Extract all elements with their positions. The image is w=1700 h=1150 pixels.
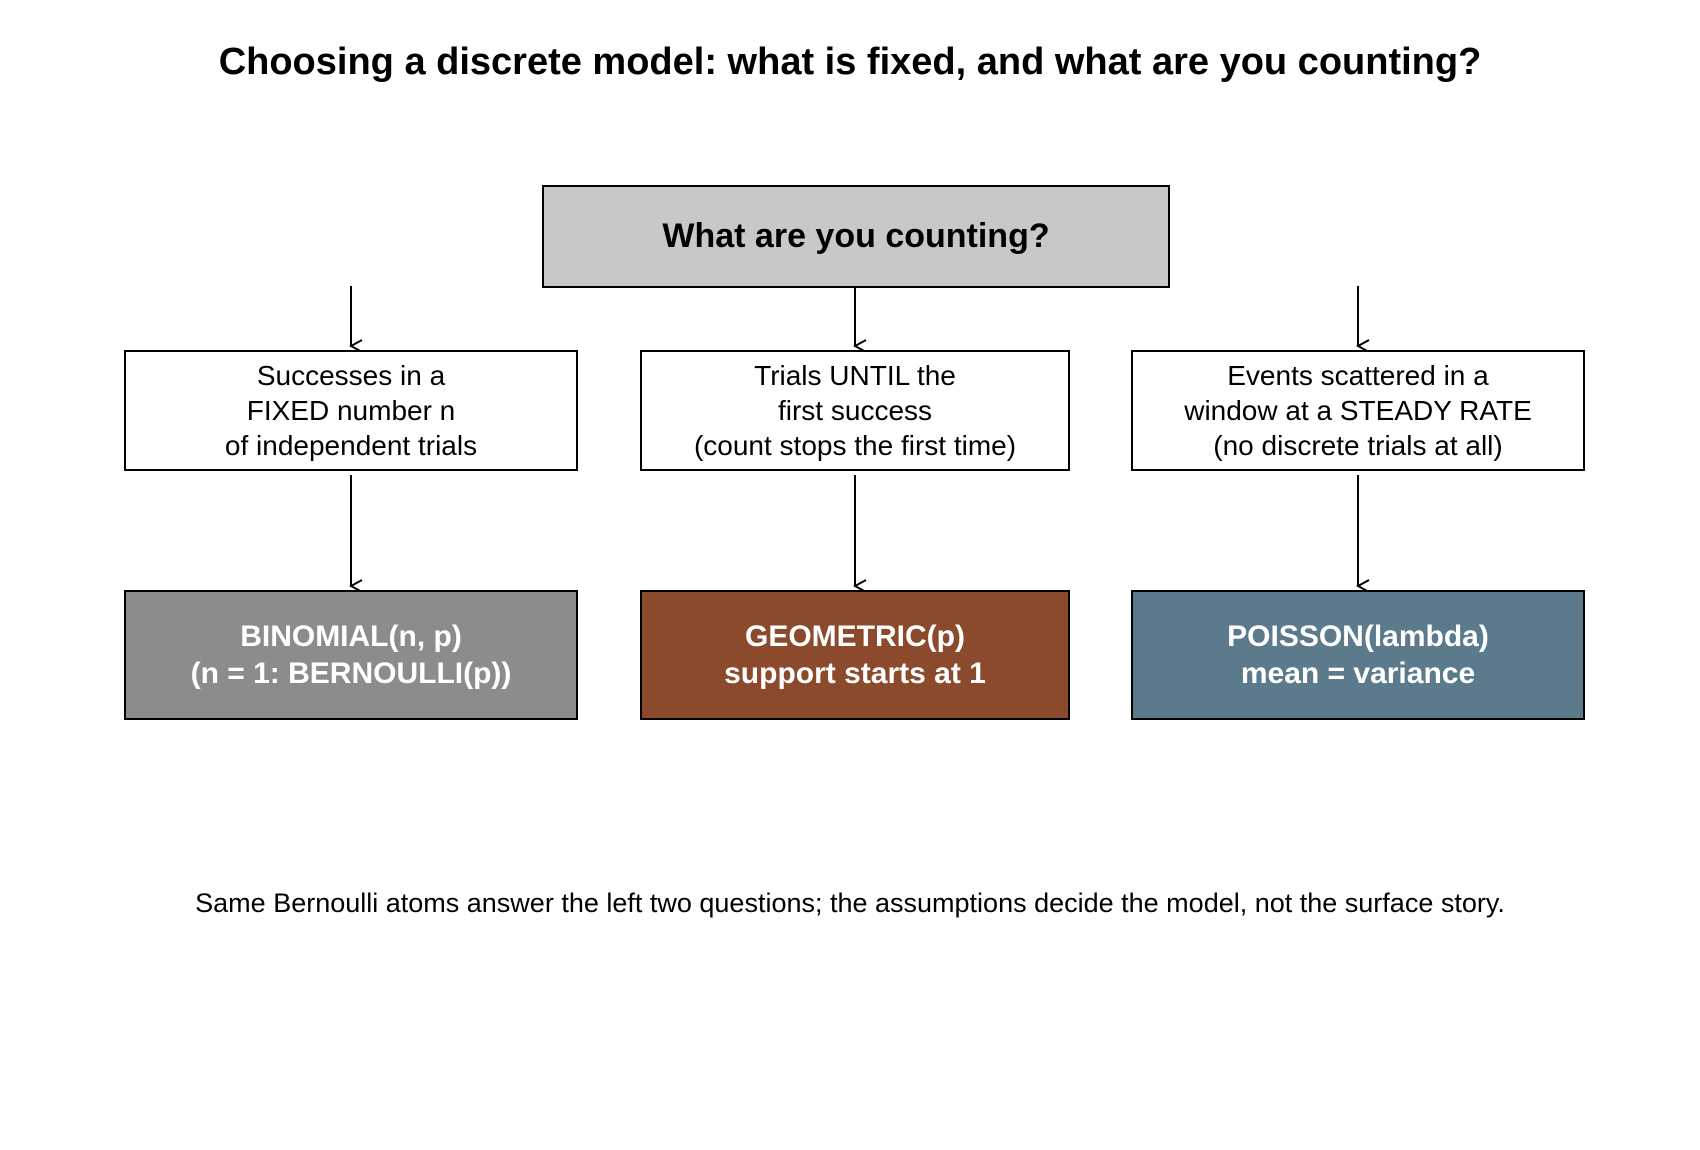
question-line: Trials UNTIL the (754, 360, 956, 391)
question-line: of independent trials (224, 430, 478, 461)
question-box-steady-rate: Events scattered in a window at a STEADY… (1131, 350, 1585, 471)
model-line: mean = variance (1240, 657, 1476, 690)
question-line: (no discrete trials at all) (1213, 430, 1503, 461)
question-box-fixed-trials: Successes in a FIXED number n of indepen… (124, 350, 578, 471)
model-line: BINOMIAL(n, p) (240, 620, 462, 653)
root-question-box: What are you counting? (542, 185, 1170, 288)
model-line: POISSON(lambda) (1227, 620, 1489, 653)
model-line: GEOMETRIC(p) (745, 620, 965, 653)
model-line: (n = 1: BERNOULLI(p)) (190, 657, 512, 690)
model-box-geometric: GEOMETRIC(p) support starts at 1 (640, 590, 1070, 720)
diagram-caption: Same Bernoulli atoms answer the left two… (195, 888, 1505, 918)
model-box-binomial: BINOMIAL(n, p) (n = 1: BERNOULLI(p)) (124, 590, 578, 720)
question-line: Successes in a (256, 360, 446, 391)
question-line: Events scattered in a (1227, 360, 1489, 391)
question-line: FIXED number n (246, 395, 456, 426)
diagram-title: Choosing a discrete model: what is fixed… (218, 41, 1482, 83)
model-line: support starts at 1 (724, 657, 986, 690)
root-question-text: What are you counting? (662, 217, 1050, 255)
question-line: first success (777, 395, 933, 426)
model-box-poisson: POISSON(lambda) mean = variance (1131, 590, 1585, 720)
question-line: (count stops the first time) (693, 430, 1017, 461)
question-line: window at a STEADY RATE (1184, 395, 1532, 426)
question-box-until-success: Trials UNTIL the first success (count st… (640, 350, 1070, 471)
